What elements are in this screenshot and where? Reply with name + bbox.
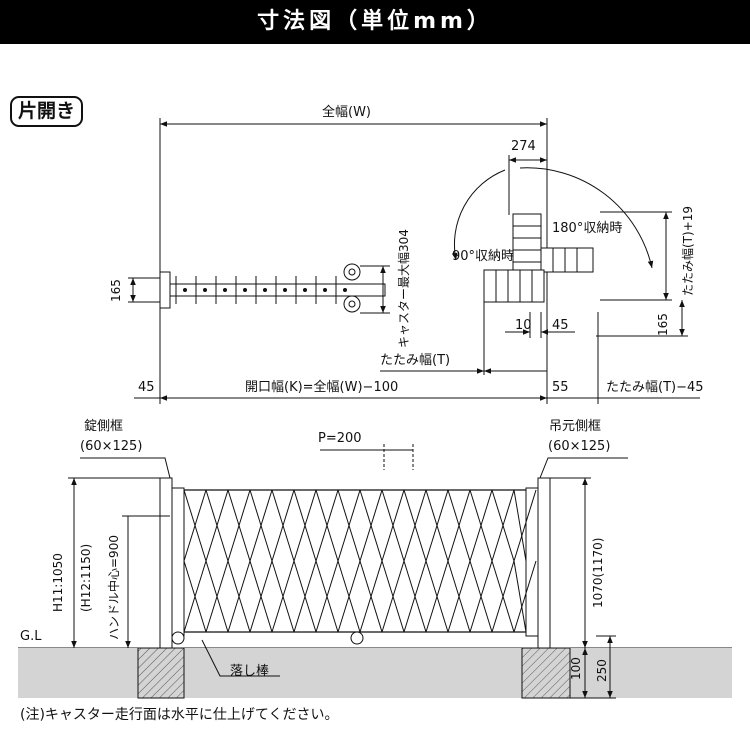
lattice-diagonals <box>183 489 537 633</box>
lattice-bar <box>293 489 317 562</box>
dim-274-label: 274 <box>511 139 536 154</box>
lattice-bar <box>513 489 537 562</box>
hinge-post <box>537 477 551 649</box>
lock-frame-label: 錠側框 <box>84 419 124 434</box>
lattice-bar <box>491 560 515 633</box>
lock-frame-leader <box>80 457 171 479</box>
front-view <box>18 444 732 699</box>
arc-180 <box>519 167 654 269</box>
lattice-bar <box>337 560 361 633</box>
gate-lattice <box>184 489 526 633</box>
title-bar <box>0 0 750 44</box>
page-title: 寸法図（単位mm） <box>257 9 493 34</box>
lattice-bar <box>447 489 471 562</box>
mid-caster <box>350 631 364 645</box>
opening-type-badge: 片開き <box>10 96 84 127</box>
hinge-foundation <box>521 647 571 699</box>
lock-post-top <box>159 271 171 309</box>
lattice-bar <box>469 560 493 633</box>
arm-joints <box>183 288 347 292</box>
lattice-bar <box>513 489 527 562</box>
height-h11-label: H11:1050 <box>51 553 65 612</box>
ground-area <box>18 648 732 698</box>
stored-gate-left <box>483 269 545 303</box>
lattice-bar <box>403 489 427 562</box>
handle-center-label: ハンドル中心=900 <box>107 535 121 640</box>
lattice-bar <box>447 560 471 633</box>
lattice-bar <box>183 489 207 562</box>
gate-arm-top <box>169 283 386 297</box>
lattice-bar <box>359 489 383 562</box>
lock-foundation <box>137 647 185 699</box>
hinge-frame-leader <box>539 457 628 479</box>
height-h12-label: (H12:1150) <box>79 543 93 612</box>
drop-rod-leader <box>201 639 280 677</box>
lattice-bar <box>205 489 229 562</box>
dim-10-label: 10 <box>515 318 532 333</box>
lattice-bar <box>183 560 207 633</box>
total-width-label: 全幅(W) <box>322 105 371 120</box>
angle-90-label: 90°収納時 <box>452 249 515 264</box>
lattice-bar <box>315 489 339 562</box>
lattice-bar <box>315 560 339 633</box>
dim-100-label: 100 <box>569 657 583 680</box>
lattice-bar <box>337 489 361 562</box>
lattice-bar <box>403 560 427 633</box>
dim-250-label: 250 <box>595 659 609 682</box>
lattice-bar <box>227 489 251 562</box>
lattice-bar <box>271 489 295 562</box>
lattice-bar <box>491 489 515 562</box>
lattice-bar <box>227 560 251 633</box>
dim-45-small-label: 45 <box>552 318 569 333</box>
lattice-bar <box>205 560 229 633</box>
dim-165-right-label: 165 <box>656 313 670 336</box>
dim-55-label: 55 <box>552 380 569 395</box>
lock-frame <box>171 487 185 637</box>
lattice-bar <box>513 560 527 633</box>
fold-width-label: たたみ幅(T) <box>380 353 451 368</box>
lattice-bar <box>513 560 537 633</box>
fold-width-minus-label: たたみ幅(T)−45 <box>606 380 704 395</box>
hinge-frame-label: 吊元側框 <box>549 419 602 434</box>
ground-label: G.L <box>20 629 42 644</box>
lattice-bar <box>271 560 295 633</box>
lattice-bar <box>293 560 317 633</box>
drop-rod-label: 落し棒 <box>230 664 270 679</box>
lattice-bar <box>359 560 383 633</box>
caster-width-label: キャスター最大幅304 <box>397 229 411 348</box>
stored-gate-right <box>540 247 594 273</box>
hinge-frame <box>525 487 539 637</box>
lattice-bar <box>381 560 405 633</box>
arm-ribs <box>175 276 337 304</box>
lattice-bar <box>425 560 449 633</box>
stored-gate-ribs <box>495 225 578 302</box>
lattice-bar <box>381 489 405 562</box>
top-view <box>128 118 700 404</box>
lattice-bar <box>249 560 273 633</box>
lattice-bar <box>469 489 493 562</box>
fold-width-plus-label: たたみ幅(T)+19 <box>681 205 695 296</box>
arc-90 <box>451 169 506 261</box>
caster-lower <box>343 295 361 313</box>
footnote: (注)キャスター走行面は水平に仕上げてください。 <box>20 707 339 723</box>
hinge-frame-size-label: (60×125) <box>548 439 611 454</box>
dim-45-left-label: 45 <box>138 380 155 395</box>
caster-upper <box>343 263 361 281</box>
lock-post <box>159 477 173 649</box>
lock-caster <box>171 631 185 645</box>
angle-180-label: 180°収納時 <box>552 221 623 236</box>
opening-width-label: 開口幅(K)=全幅(W)−100 <box>245 380 399 395</box>
lock-frame-size-label: (60×125) <box>80 439 143 454</box>
pitch-label: P=200 <box>318 431 362 446</box>
right-height-label: 1070(1170) <box>591 537 605 608</box>
lattice-bar <box>425 489 449 562</box>
lattice-bar <box>249 489 273 562</box>
dim-165-left-label: 165 <box>109 279 123 302</box>
